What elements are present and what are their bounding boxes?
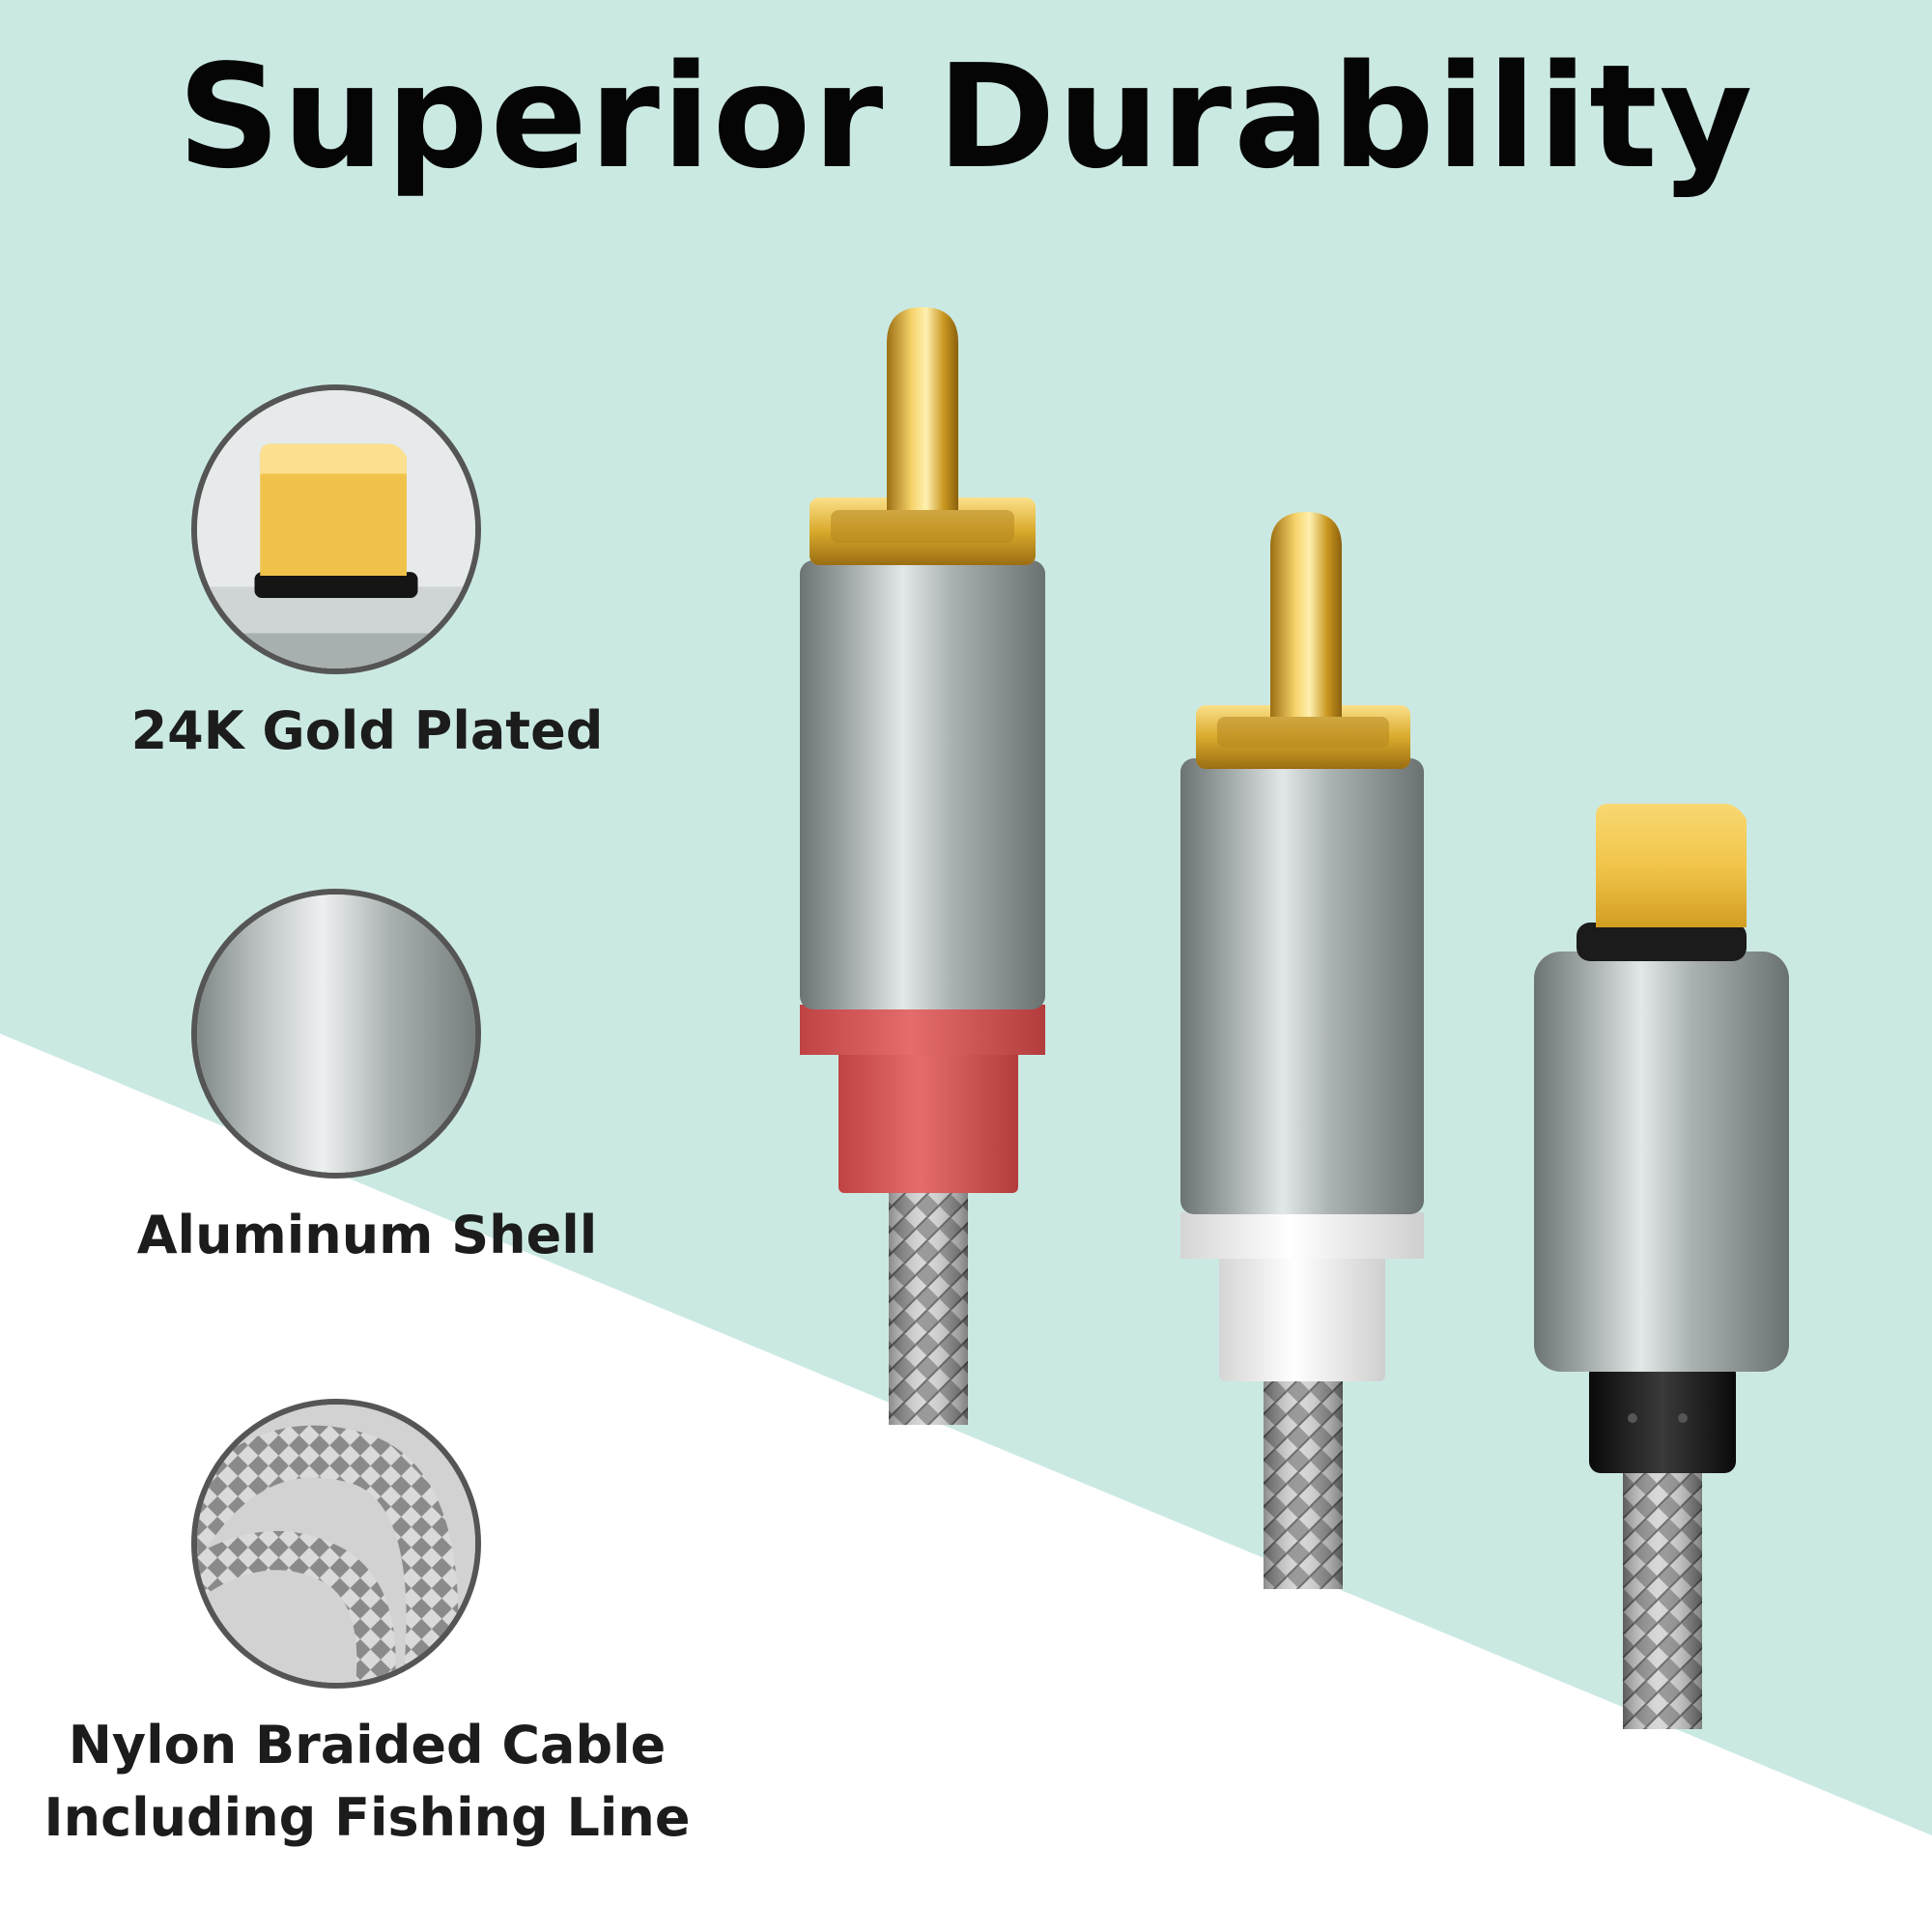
feature-label: Aluminum Shell <box>136 1205 598 1265</box>
white-rca-plug <box>1180 512 1424 1589</box>
red-rca-plug <box>800 307 1045 1425</box>
feature-label: Nylon Braided Cable Including Fishing Li… <box>43 1715 691 1848</box>
braided-cable-icon <box>191 1399 481 1689</box>
lightning-plug <box>1534 804 1789 1729</box>
aluminum-shell-icon <box>191 889 481 1179</box>
page-title: Superior Durability <box>177 34 1755 200</box>
gold-connector-icon <box>191 384 481 674</box>
feature-label: 24K Gold Plated <box>130 700 604 761</box>
